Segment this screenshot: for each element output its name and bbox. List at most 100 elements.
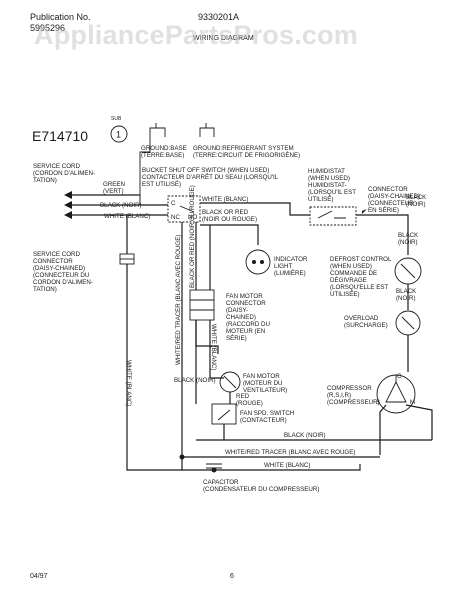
- svg-text:(RACCORD DU: (RACCORD DU: [226, 321, 270, 328]
- connector-label: CONNECTOR (DAISY-CHAINED) (CONNECTEUR - …: [368, 186, 420, 214]
- svg-text:(NOIR): (NOIR): [406, 201, 426, 208]
- ground-refrigerant-label: GROUND:REFRIGERANT SYSTEM (TERRE:CIRCUIT…: [193, 145, 300, 159]
- footer-date: 04/97: [30, 573, 48, 580]
- bucket-switch-label: BUCKET SHUT OFF SWITCH (WHEN USED) CONTA…: [142, 167, 279, 188]
- svg-text:RED: RED: [236, 393, 250, 400]
- part-number: 9330201A: [198, 12, 239, 22]
- switch-c-label: C: [171, 200, 176, 207]
- ground-base-wire: [149, 123, 166, 137]
- svg-text:(SURCHARGE): (SURCHARGE): [344, 322, 388, 329]
- fan-motor-connector-block: [189, 289, 215, 321]
- overload-contact: [401, 316, 415, 330]
- callout-number: 1: [116, 130, 121, 140]
- service-cord-connector-label: SERVICE CORD CONNECTOR (DAISY-CHAINED) (…: [33, 251, 93, 293]
- svg-text:HUMIDISTAT: HUMIDISTAT: [308, 168, 345, 175]
- svg-text:TATION): TATION): [33, 286, 57, 293]
- switch-contact: [179, 205, 195, 213]
- defrost-contact: [400, 263, 416, 279]
- ground-drop: [139, 137, 151, 205]
- fan-red-label: RED (ROUGE): [236, 393, 263, 407]
- ground-refrig-wire: [199, 123, 215, 137]
- svg-text:(ROUGE): (ROUGE): [236, 400, 263, 407]
- connector-arrow: [362, 209, 367, 214]
- ground-base-label: GROUND:BASE (TERRE:BASE): [141, 145, 187, 159]
- callout-circle: [110, 125, 128, 143]
- svg-text:LIGHT: LIGHT: [274, 263, 292, 270]
- vertical-black-or-red-label: BLACK OR RED (NOIR OU ROUGE): [189, 185, 196, 288]
- svg-text:(CONDENSATEUR DU COMPRESSEUR): (CONDENSATEUR DU COMPRESSEUR): [203, 486, 319, 493]
- publication-label: Publication No.: [30, 12, 91, 22]
- svg-text:FAN SPD. SWITCH: FAN SPD. SWITCH: [240, 410, 294, 417]
- white-mid-vertical-wire: [209, 225, 224, 379]
- svg-text:(TERRE:CIRCUIT DE FRIGORIGÈNE): (TERRE:CIRCUIT DE FRIGORIGÈNE): [193, 152, 300, 159]
- svg-text:(LORSQU'ELLE EST: (LORSQU'ELLE EST: [330, 284, 388, 291]
- bottom-white-wire: [214, 464, 361, 471]
- terminal-m: M: [410, 399, 415, 406]
- svg-text:FAN MOTOR: FAN MOTOR: [226, 293, 263, 300]
- fan-motor-connector-label: FAN MOTOR CONNECTOR (DAISY- CHAINED) (RA…: [226, 293, 270, 342]
- footer-page: 6: [230, 573, 234, 580]
- svg-text:COMMANDE DE: COMMANDE DE: [330, 270, 377, 277]
- svg-text:INDICATOR: INDICATOR: [274, 256, 308, 263]
- svg-text:EN SÉRIE): EN SÉRIE): [368, 207, 399, 214]
- indicator-dot-1: [252, 260, 256, 264]
- humidistat-box: [309, 206, 357, 226]
- vertical-white-red-label: WHITE/RED TRACER (BLANC AVEC ROUGE): [175, 235, 182, 365]
- svg-text:CORDON D'ALIMEN-: CORDON D'ALIMEN-: [33, 279, 93, 286]
- svg-text:VENTILATEUR): VENTILATEUR): [243, 387, 287, 394]
- svg-text:(CONTACTEUR): (CONTACTEUR): [240, 417, 287, 424]
- svg-text:(CORDON D'ALIMEN-: (CORDON D'ALIMEN-: [33, 170, 95, 177]
- publication-number: 5995296: [30, 23, 65, 33]
- svg-text:GROUND:REFRIGERANT SYSTEM: GROUND:REFRIGERANT SYSTEM: [193, 145, 294, 152]
- callout-sub: SUB: [111, 116, 122, 122]
- svg-text:CONNECTOR: CONNECTOR: [33, 258, 73, 265]
- fan-black-label: BLACK (NOIR): [174, 377, 216, 384]
- vertical-white-left-label: WHITE (BLANC): [125, 360, 132, 406]
- compressor-label: COMPRESSOR (R,S,I,R) (COMPRESSEUR): [327, 385, 380, 406]
- fan-motor-mark: [223, 375, 237, 389]
- svg-text:(NOIR OU ROUGE): (NOIR OU ROUGE): [202, 216, 257, 223]
- switch-nc-label: NC: [171, 214, 180, 221]
- svg-text:TATION): TATION): [33, 177, 57, 184]
- svg-text:UTILISÉE): UTILISÉE): [330, 291, 360, 298]
- humidistat-label: HUMIDISTAT (WHEN USED) HUMIDISTAT- (LORS…: [308, 168, 356, 203]
- svg-text:UTILISÉ): UTILISÉ): [308, 196, 333, 203]
- overload-label: OVERLOAD (SURCHARGE): [344, 315, 388, 329]
- bottom-black-label: BLACK (NOIR): [284, 432, 326, 439]
- svg-text:(CONNECTEUR -: (CONNECTEUR -: [368, 200, 418, 207]
- switch-no-label: NO: [188, 214, 197, 221]
- svg-text:BLACK OR RED: BLACK OR RED: [202, 209, 249, 216]
- fan-switch-contact: [217, 409, 231, 421]
- svg-text:(WHEN USED): (WHEN USED): [330, 263, 372, 270]
- svg-text:(LORSQU'IL EST: (LORSQU'IL EST: [308, 189, 356, 196]
- black-or-red-label: BLACK OR RED (NOIR OU ROUGE): [202, 209, 257, 223]
- diagram-title: WIRING DIAGRAM: [193, 35, 254, 42]
- indicator-dot-2: [260, 260, 264, 264]
- svg-text:(LUMIÈRE): (LUMIÈRE): [274, 270, 306, 277]
- svg-text:(MOTEUR DU: (MOTEUR DU: [243, 380, 283, 387]
- svg-text:SÉRIE): SÉRIE): [226, 335, 247, 342]
- fan-connector-dividers: [190, 299, 214, 311]
- switch-white-label: WHITE (BLANC): [202, 196, 248, 203]
- svg-text:CONNECTOR: CONNECTOR: [368, 186, 408, 193]
- svg-text:(VERT): (VERT): [103, 188, 124, 195]
- capacitor-plates: [206, 463, 222, 469]
- compressor-terminal-wires: [379, 404, 433, 455]
- svg-text:DÉGIVRAGE: DÉGIVRAGE: [330, 277, 367, 284]
- svg-text:BUCKET SHUT OFF SWITCH (WHEN U: BUCKET SHUT OFF SWITCH (WHEN USED): [142, 167, 269, 174]
- watermark: AppliancePartsPros.com: [34, 20, 358, 50]
- svg-text:(WHEN USED): (WHEN USED): [308, 175, 350, 182]
- green-wire-label: GREEN (VERT): [103, 181, 125, 195]
- top-wire: [200, 202, 310, 216]
- fan-motor-label: FAN MOTOR (MOTEUR DU VENTILATEUR): [243, 373, 287, 394]
- capacitor-label: CAPACITOR (CONDENSATEUR DU COMPRESSEUR): [203, 479, 319, 493]
- svg-text:(NOIR): (NOIR): [396, 295, 416, 302]
- service-cord-label: SERVICE CORD (CORDON D'ALIMEN- TATION): [33, 163, 95, 184]
- svg-text:CAPACITOR: CAPACITOR: [203, 479, 239, 486]
- capacitor-node-2: [179, 454, 185, 460]
- svg-text:(R,S,I,R): (R,S,I,R): [327, 392, 351, 399]
- svg-text:SERVICE CORD: SERVICE CORD: [33, 251, 81, 258]
- indicator-light-symbol: [245, 249, 271, 275]
